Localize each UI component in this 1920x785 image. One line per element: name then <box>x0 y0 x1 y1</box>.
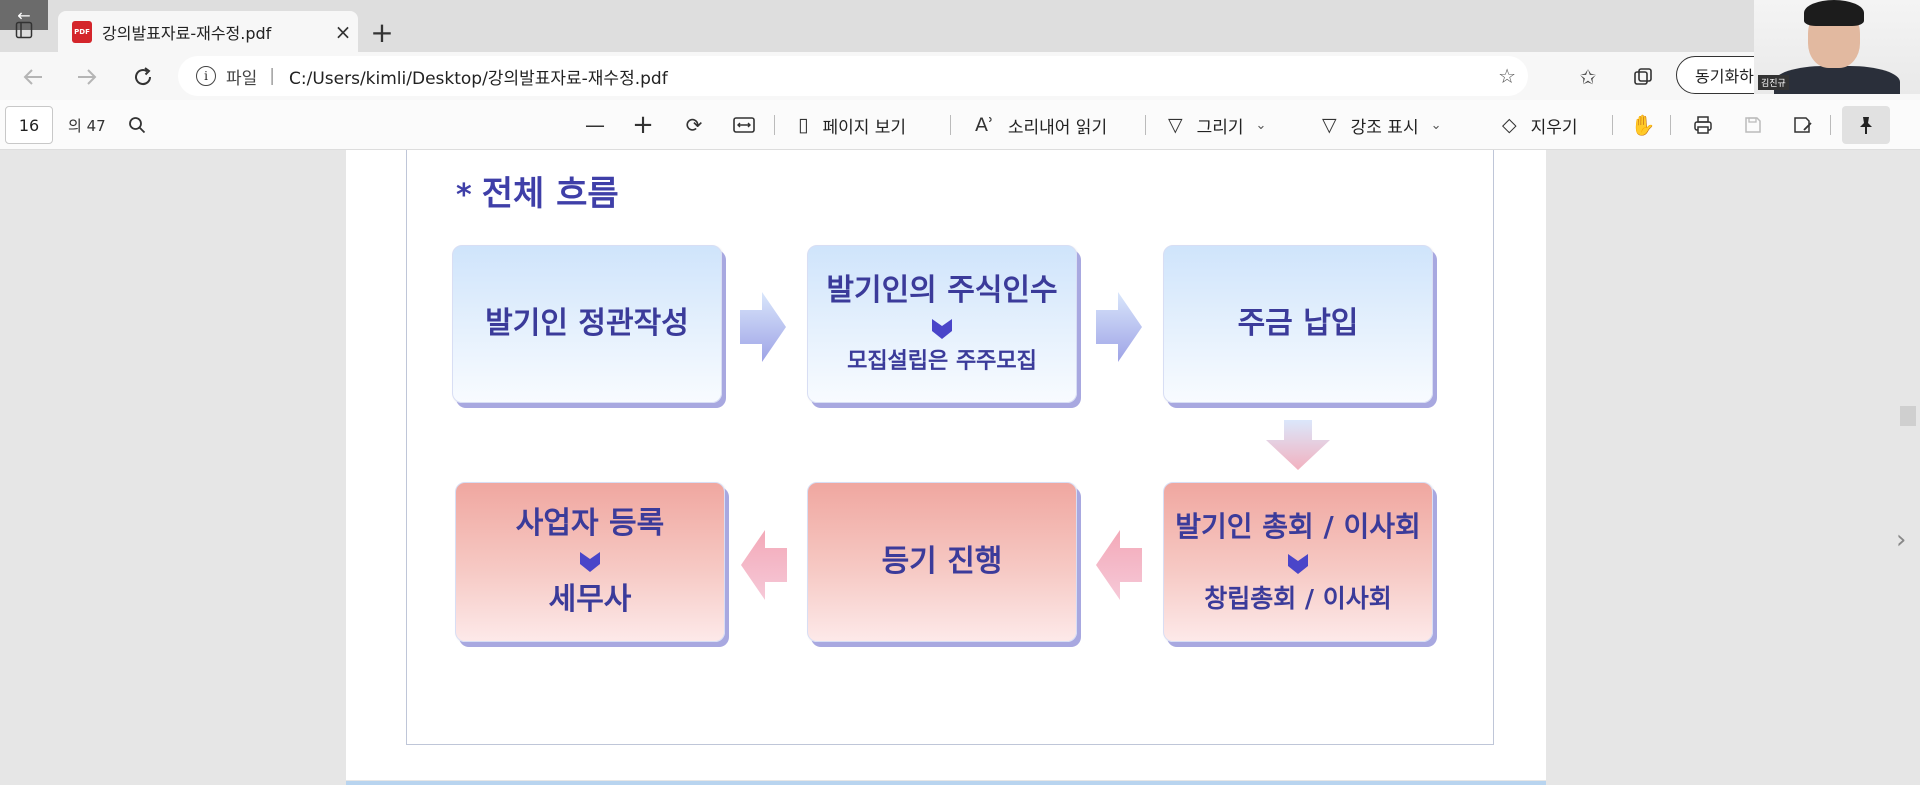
highlight-icon: ▽ <box>1322 114 1337 136</box>
right-arrow-icon <box>1096 292 1142 362</box>
zoom-in-button[interactable]: + <box>632 110 654 140</box>
back-overlay-icon[interactable]: ← <box>0 0 48 30</box>
highlight-label: 강조 표시 <box>1350 117 1419 138</box>
slide-frame <box>406 150 1494 745</box>
down-arrow-icon <box>1266 420 1330 470</box>
page-divider <box>346 781 1546 785</box>
page-number-input[interactable]: 16 <box>5 106 53 144</box>
info-icon[interactable]: i <box>196 66 216 86</box>
left-arrow-icon <box>741 530 787 600</box>
step-5-label: 등기 진행 <box>881 544 1003 579</box>
flow-step-6: 사업자 등록 세무사 <box>455 482 725 642</box>
pin-toolbar-icon[interactable] <box>1842 106 1890 144</box>
touch-hand-icon[interactable]: ✋ <box>1630 113 1656 137</box>
read-aloud-button[interactable]: Aʾ 소리내어 읽기 <box>975 110 1107 140</box>
tab-pdf-document[interactable]: PDF 강의발표자료-재수정.pdf × <box>58 11 358 52</box>
next-page-chevron-icon[interactable]: › <box>1896 525 1907 555</box>
step-6-label: 사업자 등록 <box>515 506 665 541</box>
read-aloud-label: 소리내어 읽기 <box>1007 117 1108 138</box>
draw-button[interactable]: ▽ 그리기 ⌄ <box>1168 110 1266 140</box>
right-arrow-icon <box>740 292 786 362</box>
flow-step-1: 발기인 정관작성 <box>452 245 722 403</box>
close-tab-icon[interactable]: × <box>334 19 352 44</box>
address-scheme: 파일 <box>226 68 258 89</box>
scrollbar-thumb[interactable] <box>1900 406 1916 426</box>
flow-step-5: 등기 진행 <box>807 482 1077 642</box>
favorites-icon[interactable]: ✩ <box>1579 65 1597 89</box>
step-3-label: 주금 납입 <box>1237 306 1359 341</box>
flow-step-4: 발기인 총회 / 이사회 창립총회 / 이사회 <box>1163 482 1433 642</box>
chevron-down-icon[interactable]: ⌄ <box>1255 117 1267 133</box>
read-aloud-icon: Aʾ <box>975 114 994 136</box>
page-view-button[interactable]: ▯ 페이지 보기 <box>798 110 906 140</box>
fit-width-icon[interactable] <box>730 110 758 140</box>
page-view-icon: ▯ <box>798 114 809 136</box>
rotate-icon[interactable]: ⟳ <box>685 113 703 137</box>
step-4-sublabel: 창립총회 / 이사회 <box>1204 583 1392 613</box>
refresh-button[interactable] <box>126 60 160 94</box>
tab-title: 강의발표자료-재수정.pdf <box>102 23 272 43</box>
draw-label: 그리기 <box>1196 117 1244 138</box>
add-favorite-icon[interactable]: ☆ <box>1498 64 1516 88</box>
chevron-down-icon[interactable]: ⌄ <box>1430 117 1442 133</box>
print-icon[interactable] <box>1688 110 1718 140</box>
back-button[interactable] <box>16 60 50 94</box>
address-bar[interactable]: i 파일 | C:/Users/kimli/Desktop/강의발표자료-재수정… <box>178 56 1528 96</box>
tab-strip: ← PDF 강의발표자료-재수정.pdf × + <box>0 0 1920 52</box>
step-2-sublabel: 모집설립은 주주모집 <box>847 348 1037 374</box>
webcam-name-tag: 김진규 <box>1758 75 1789 90</box>
step-1-label: 발기인 정관작성 <box>485 306 689 341</box>
erase-label: 지우기 <box>1530 117 1578 138</box>
new-tab-button[interactable]: + <box>370 15 394 49</box>
flow-step-2: 발기인의 주식인수 모집설립은 주주모집 <box>807 245 1077 403</box>
erase-button[interactable]: ◇ 지우기 <box>1502 110 1578 140</box>
step-6-sublabel: 세무사 <box>548 582 632 617</box>
down-chevron-icon <box>1288 553 1308 574</box>
down-chevron-icon <box>580 552 600 572</box>
tab-actions-icon[interactable] <box>6 12 42 48</box>
presenter-hair <box>1804 0 1864 26</box>
navigation-bar: i 파일 | C:/Users/kimli/Desktop/강의발표자료-재수정… <box>0 52 1920 100</box>
pdf-toolbar: 16 의 47 — + ⟳ ▯ 페이지 보기 Aʾ 소리내어 읽기 ▽ 그리기 … <box>0 100 1920 150</box>
save-as-icon[interactable] <box>1788 110 1818 140</box>
step-2-label: 발기인의 주식인수 <box>826 272 1058 308</box>
highlight-button[interactable]: ▽ 강조 표시 ⌄ <box>1322 110 1442 140</box>
slide-title: * 전체 흐름 <box>456 166 619 215</box>
address-url[interactable]: C:/Users/kimli/Desktop/강의발표자료-재수정.pdf <box>289 68 668 89</box>
forward-button[interactable] <box>70 60 104 94</box>
search-icon[interactable] <box>124 110 150 140</box>
pdf-file-icon: PDF <box>72 20 92 43</box>
save-icon[interactable] <box>1738 110 1768 140</box>
flow-step-3: 주금 납입 <box>1163 245 1433 403</box>
eraser-icon: ◇ <box>1502 114 1517 136</box>
draw-icon: ▽ <box>1168 114 1183 136</box>
slide-title-text: 전체 흐름 <box>481 174 619 214</box>
page-view-label: 페이지 보기 <box>822 117 907 138</box>
left-arrow-icon <box>1096 530 1142 600</box>
address-separator: | <box>269 66 276 86</box>
page-total: 의 47 <box>68 117 106 135</box>
title-bullet: * <box>456 178 472 213</box>
presenter-suit <box>1774 66 1900 94</box>
webcam-overlay: 김진규 <box>1754 0 1920 94</box>
zoom-out-button[interactable]: — <box>585 113 605 137</box>
step-4-label: 발기인 총회 / 이사회 <box>1175 510 1421 544</box>
collections-icon[interactable] <box>1628 62 1658 92</box>
down-chevron-icon <box>932 318 952 339</box>
